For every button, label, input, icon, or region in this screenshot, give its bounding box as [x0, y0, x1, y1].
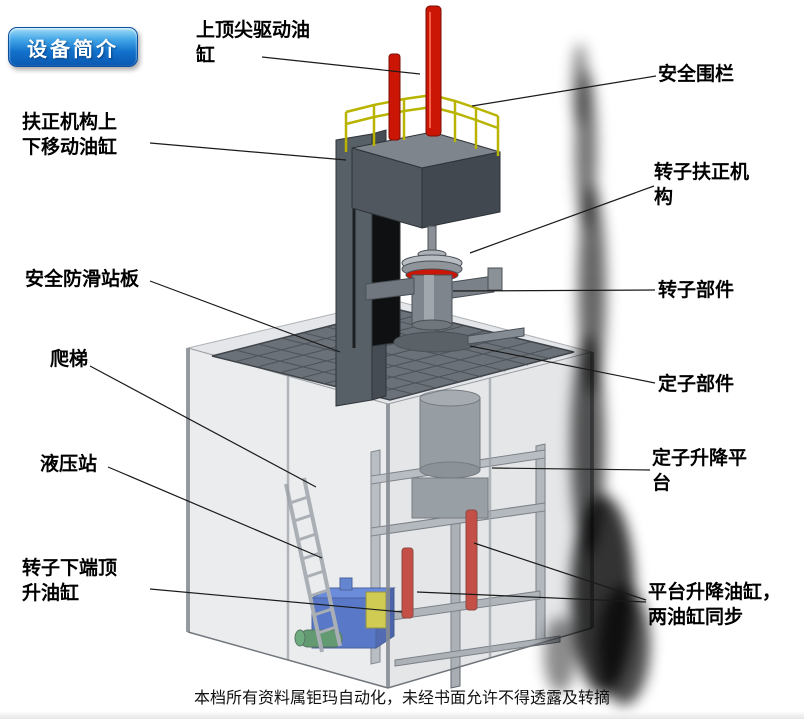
- platform-lift-cylinders: [401, 509, 478, 619]
- label-stator-part: 定子部件: [658, 374, 735, 395]
- label-rotor-bottom-jack: 转子下端顶升油缸: [22, 558, 118, 605]
- top-drive-cylinders: [388, 5, 442, 141]
- equipment-intro-badge-label: 设备简介: [27, 38, 119, 61]
- label-ladder: 爬梯: [50, 349, 89, 370]
- label-antislip-board: 安全防滑站板: [25, 269, 140, 290]
- label-top-tip-cylinder: 上顶尖驱动油缸: [196, 20, 311, 67]
- rotor-assembly: [365, 225, 525, 353]
- copyright-footer: 本档所有资料属钜玛自动化，未经书面允许不得透露及转摘: [193, 690, 610, 707]
- label-platform-lift-cylinders: 平台升降油缸，两油缸同步: [648, 582, 782, 629]
- stator-column: [411, 389, 489, 519]
- head-assembly: [351, 131, 501, 229]
- label-rotor-part: 转子部件: [658, 280, 735, 301]
- label-rotor-centering: 转子扶正机构: [654, 162, 750, 209]
- ladder-shape: [284, 477, 342, 653]
- interior-equipment: [284, 389, 561, 689]
- bottom-edge-strip: [0, 711, 804, 719]
- label-safety-fence: 安全围栏: [658, 64, 735, 85]
- leader-lines: [89, 56, 657, 613]
- label-stator-lift-platform: 定子升降平台: [652, 448, 748, 495]
- equipment-intro-badge: 设备简介: [8, 27, 138, 67]
- label-centering-lift-cylinder: 扶正机构上下移动油缸: [22, 112, 118, 159]
- enclosure: [186, 299, 594, 689]
- label-hydraulic-station: 液压站: [40, 454, 98, 475]
